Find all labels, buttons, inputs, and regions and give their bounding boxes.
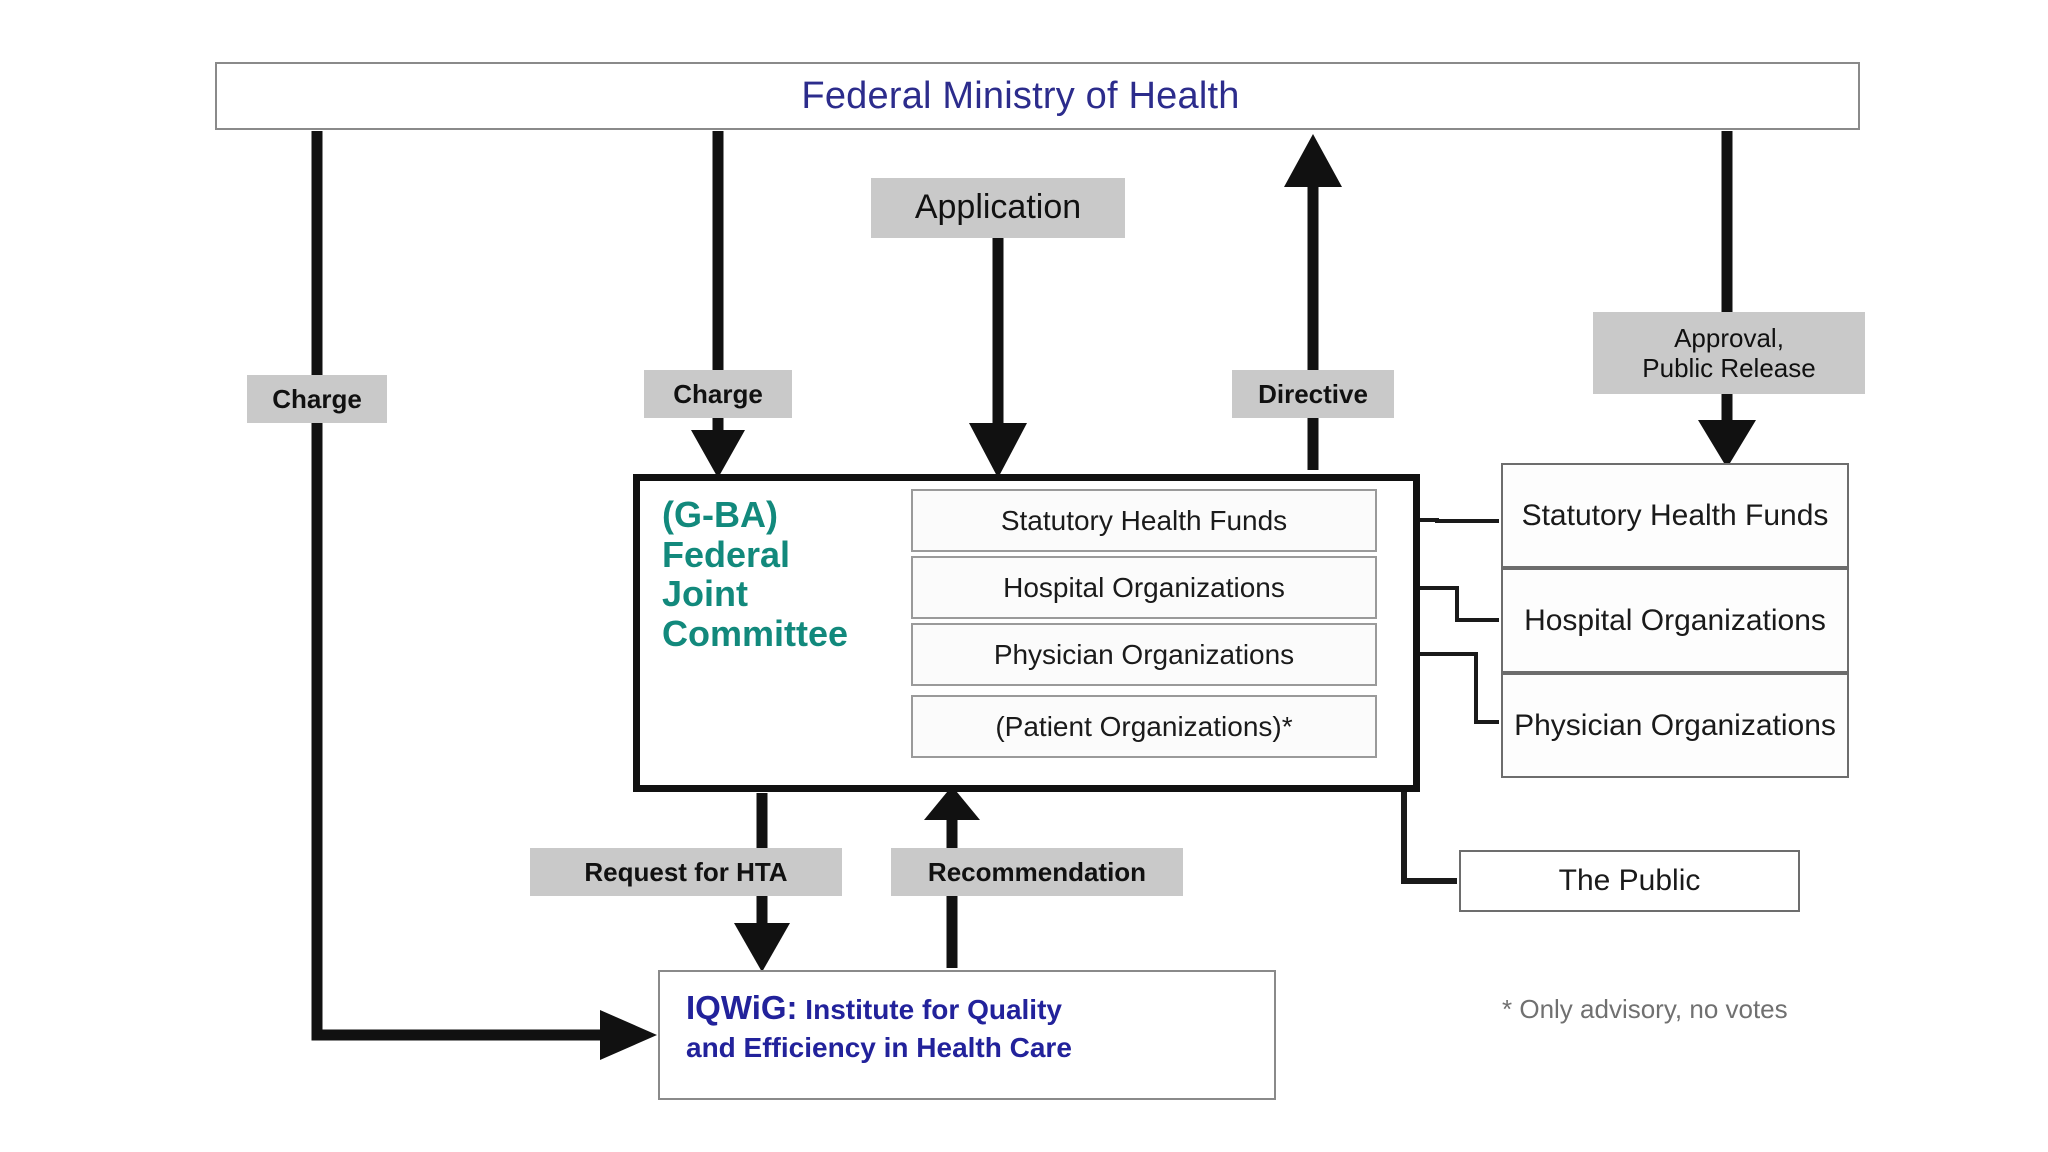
edge-ministry-to-iqwig-charge [311, 131, 657, 1060]
edge-label-charge-middle: Charge [644, 370, 792, 418]
edge-label-request-for-hta: Request for HTA [530, 848, 842, 896]
edge-label-application: Application [871, 178, 1125, 238]
iqwig-line-1-rest: Institute for Quality [797, 994, 1062, 1025]
stakeholder-hospital-organizations[interactable]: Hospital Organizations [1501, 568, 1849, 673]
iqwig-line-1: IQWiG: Institute for Quality [686, 986, 1256, 1030]
approval-line-1: Approval, [1674, 322, 1784, 353]
iqwig-line-2: and Efficiency in Health Care [686, 1031, 1072, 1063]
iqwig-label: IQWiG: Institute for Quality and Efficie… [686, 986, 1256, 1067]
gba-member-patient-organizations[interactable]: (Patient Organizations)* [911, 695, 1377, 758]
approval-line-2: Public Release [1642, 353, 1816, 383]
edge-ministry-to-stakeholders-approval [1698, 131, 1756, 468]
gba-acronym: (G-BA) [662, 494, 778, 535]
the-public-node[interactable]: The Public [1459, 850, 1800, 912]
page-title: Federal Ministry of Health [801, 74, 1240, 117]
edge-label-directive: Directive [1232, 370, 1394, 418]
gba-name-line-2: Joint [662, 573, 748, 615]
gba-member-physician-organizations[interactable]: Physician Organizations [911, 623, 1377, 686]
edge-gba-to-ministry-directive [1284, 134, 1342, 470]
stakeholder-physician-organizations[interactable]: Physician Organizations [1501, 673, 1849, 778]
gba-member-hospital-organizations[interactable]: Hospital Organizations [911, 556, 1377, 619]
edge-application-to-gba [969, 238, 1027, 478]
stakeholder-statutory-health-funds[interactable]: Statutory Health Funds [1501, 463, 1849, 568]
gba-member-statutory-health-funds[interactable]: Statutory Health Funds [911, 489, 1377, 552]
federal-ministry-node[interactable]: Federal Ministry of Health [215, 62, 1860, 130]
edge-ministry-to-gba-charge [691, 131, 745, 478]
footnote-advisory-note: * Only advisory, no votes [1502, 994, 1788, 1024]
edge-label-approval-public-release: Approval, Public Release [1593, 312, 1865, 394]
iqwig-node[interactable]: IQWiG: Institute for Quality and Efficie… [658, 970, 1276, 1100]
edge-label-charge-left: Charge [247, 375, 387, 423]
gba-name-line-1: Federal [662, 533, 791, 575]
edge-label-recommendation: Recommendation [891, 848, 1183, 896]
gba-title: (G-BA) Federal Joint Committee [662, 495, 912, 653]
iqwig-acronym: IQWiG: [686, 989, 798, 1026]
gba-name-line-3: Committee [662, 612, 849, 654]
